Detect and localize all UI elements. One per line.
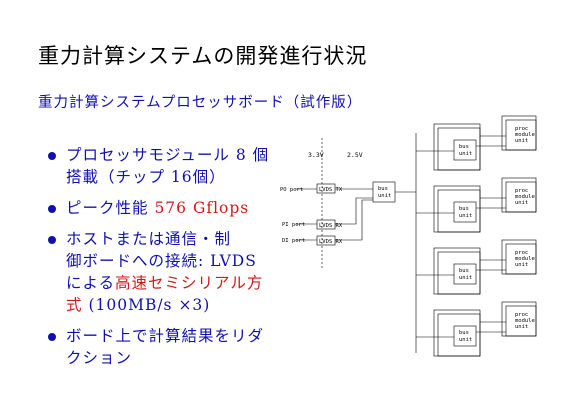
module-bus-label: unit (459, 337, 472, 343)
proc-module-label: proc (515, 188, 528, 194)
module-outline (437, 251, 481, 295)
bullet-item: ホストまたは通信・制 御ボードへの接続: LVDS による高速セミシリアル方 式… (44, 228, 276, 316)
page-subtitle: 重力計算システムプロセッサボード（試作版） (38, 95, 363, 111)
bullet-item: プロセッサモジュール 8 個 搭載（チップ 16個） (44, 144, 276, 188)
proc-module-box (505, 305, 537, 337)
proc-module-label: proc (515, 250, 528, 256)
proc-module-box (505, 119, 537, 151)
processor-modules: procmoduleunitbusunitprocmoduleunitbusun… (416, 115, 537, 357)
port-label: DI port (282, 238, 305, 244)
voltage-left-label: 3.3V (308, 151, 324, 159)
proc-module-box (505, 243, 537, 275)
module-bus-unit (453, 263, 477, 285)
bullet-dot-icon (48, 236, 56, 244)
module-bus-label: bus (459, 268, 469, 274)
bullet-list: プロセッサモジュール 8 個 搭載（チップ 16個） ピーク性能 576 Gfl… (44, 144, 276, 378)
bullet-item: ボード上で計算結果をリダ クション (44, 325, 276, 369)
proc-module-label: unit (515, 262, 528, 268)
bullet-dot-icon (48, 333, 56, 341)
proc-module-label: module (515, 194, 535, 200)
proc-module-label: unit (515, 138, 528, 144)
board-block-diagram: 3.3V 2.5V PO port PI port DI port LVDS T… (280, 115, 537, 357)
module-bus-label: unit (459, 151, 472, 157)
module-bus-label: unit (459, 275, 472, 281)
bullet-item: ピーク性能 576 Gflops (44, 197, 276, 219)
proc-module-label: module (515, 318, 535, 324)
module-bus-label: unit (459, 213, 472, 219)
proc-module-label: unit (515, 200, 528, 206)
voltage-right-label: 2.5V (347, 151, 363, 159)
module-bus-label: bus (459, 330, 469, 336)
proc-module-label: proc (515, 126, 528, 132)
proc-module-label: unit (515, 324, 528, 330)
lvds-label: LVDS TX (319, 187, 343, 193)
page-title: 重力計算システムの開発進行状況 (38, 44, 368, 68)
port-label: PI port (282, 222, 305, 228)
bullet-dot-icon (48, 205, 56, 213)
module-bus-label: bus (459, 206, 469, 212)
module-bus-unit (453, 139, 477, 161)
module-outline (437, 189, 481, 233)
proc-module-label: module (515, 256, 535, 262)
bullet-dot-icon (48, 152, 56, 160)
bus-unit-label: unit (378, 193, 391, 199)
lvds-label: LVDS RX (319, 223, 343, 229)
proc-module-label: module (515, 132, 535, 138)
port-label: PO port (280, 187, 303, 193)
proc-module-label: proc (515, 312, 528, 318)
module-outline (437, 127, 481, 171)
proc-module-box (505, 181, 537, 213)
module-outline (437, 313, 481, 357)
module-bus-unit (453, 325, 477, 347)
module-bus-unit (453, 201, 477, 223)
module-bus-label: bus (459, 144, 469, 150)
bus-unit-label: bus (378, 186, 388, 192)
lvds-label: LVDS RX (319, 239, 343, 245)
